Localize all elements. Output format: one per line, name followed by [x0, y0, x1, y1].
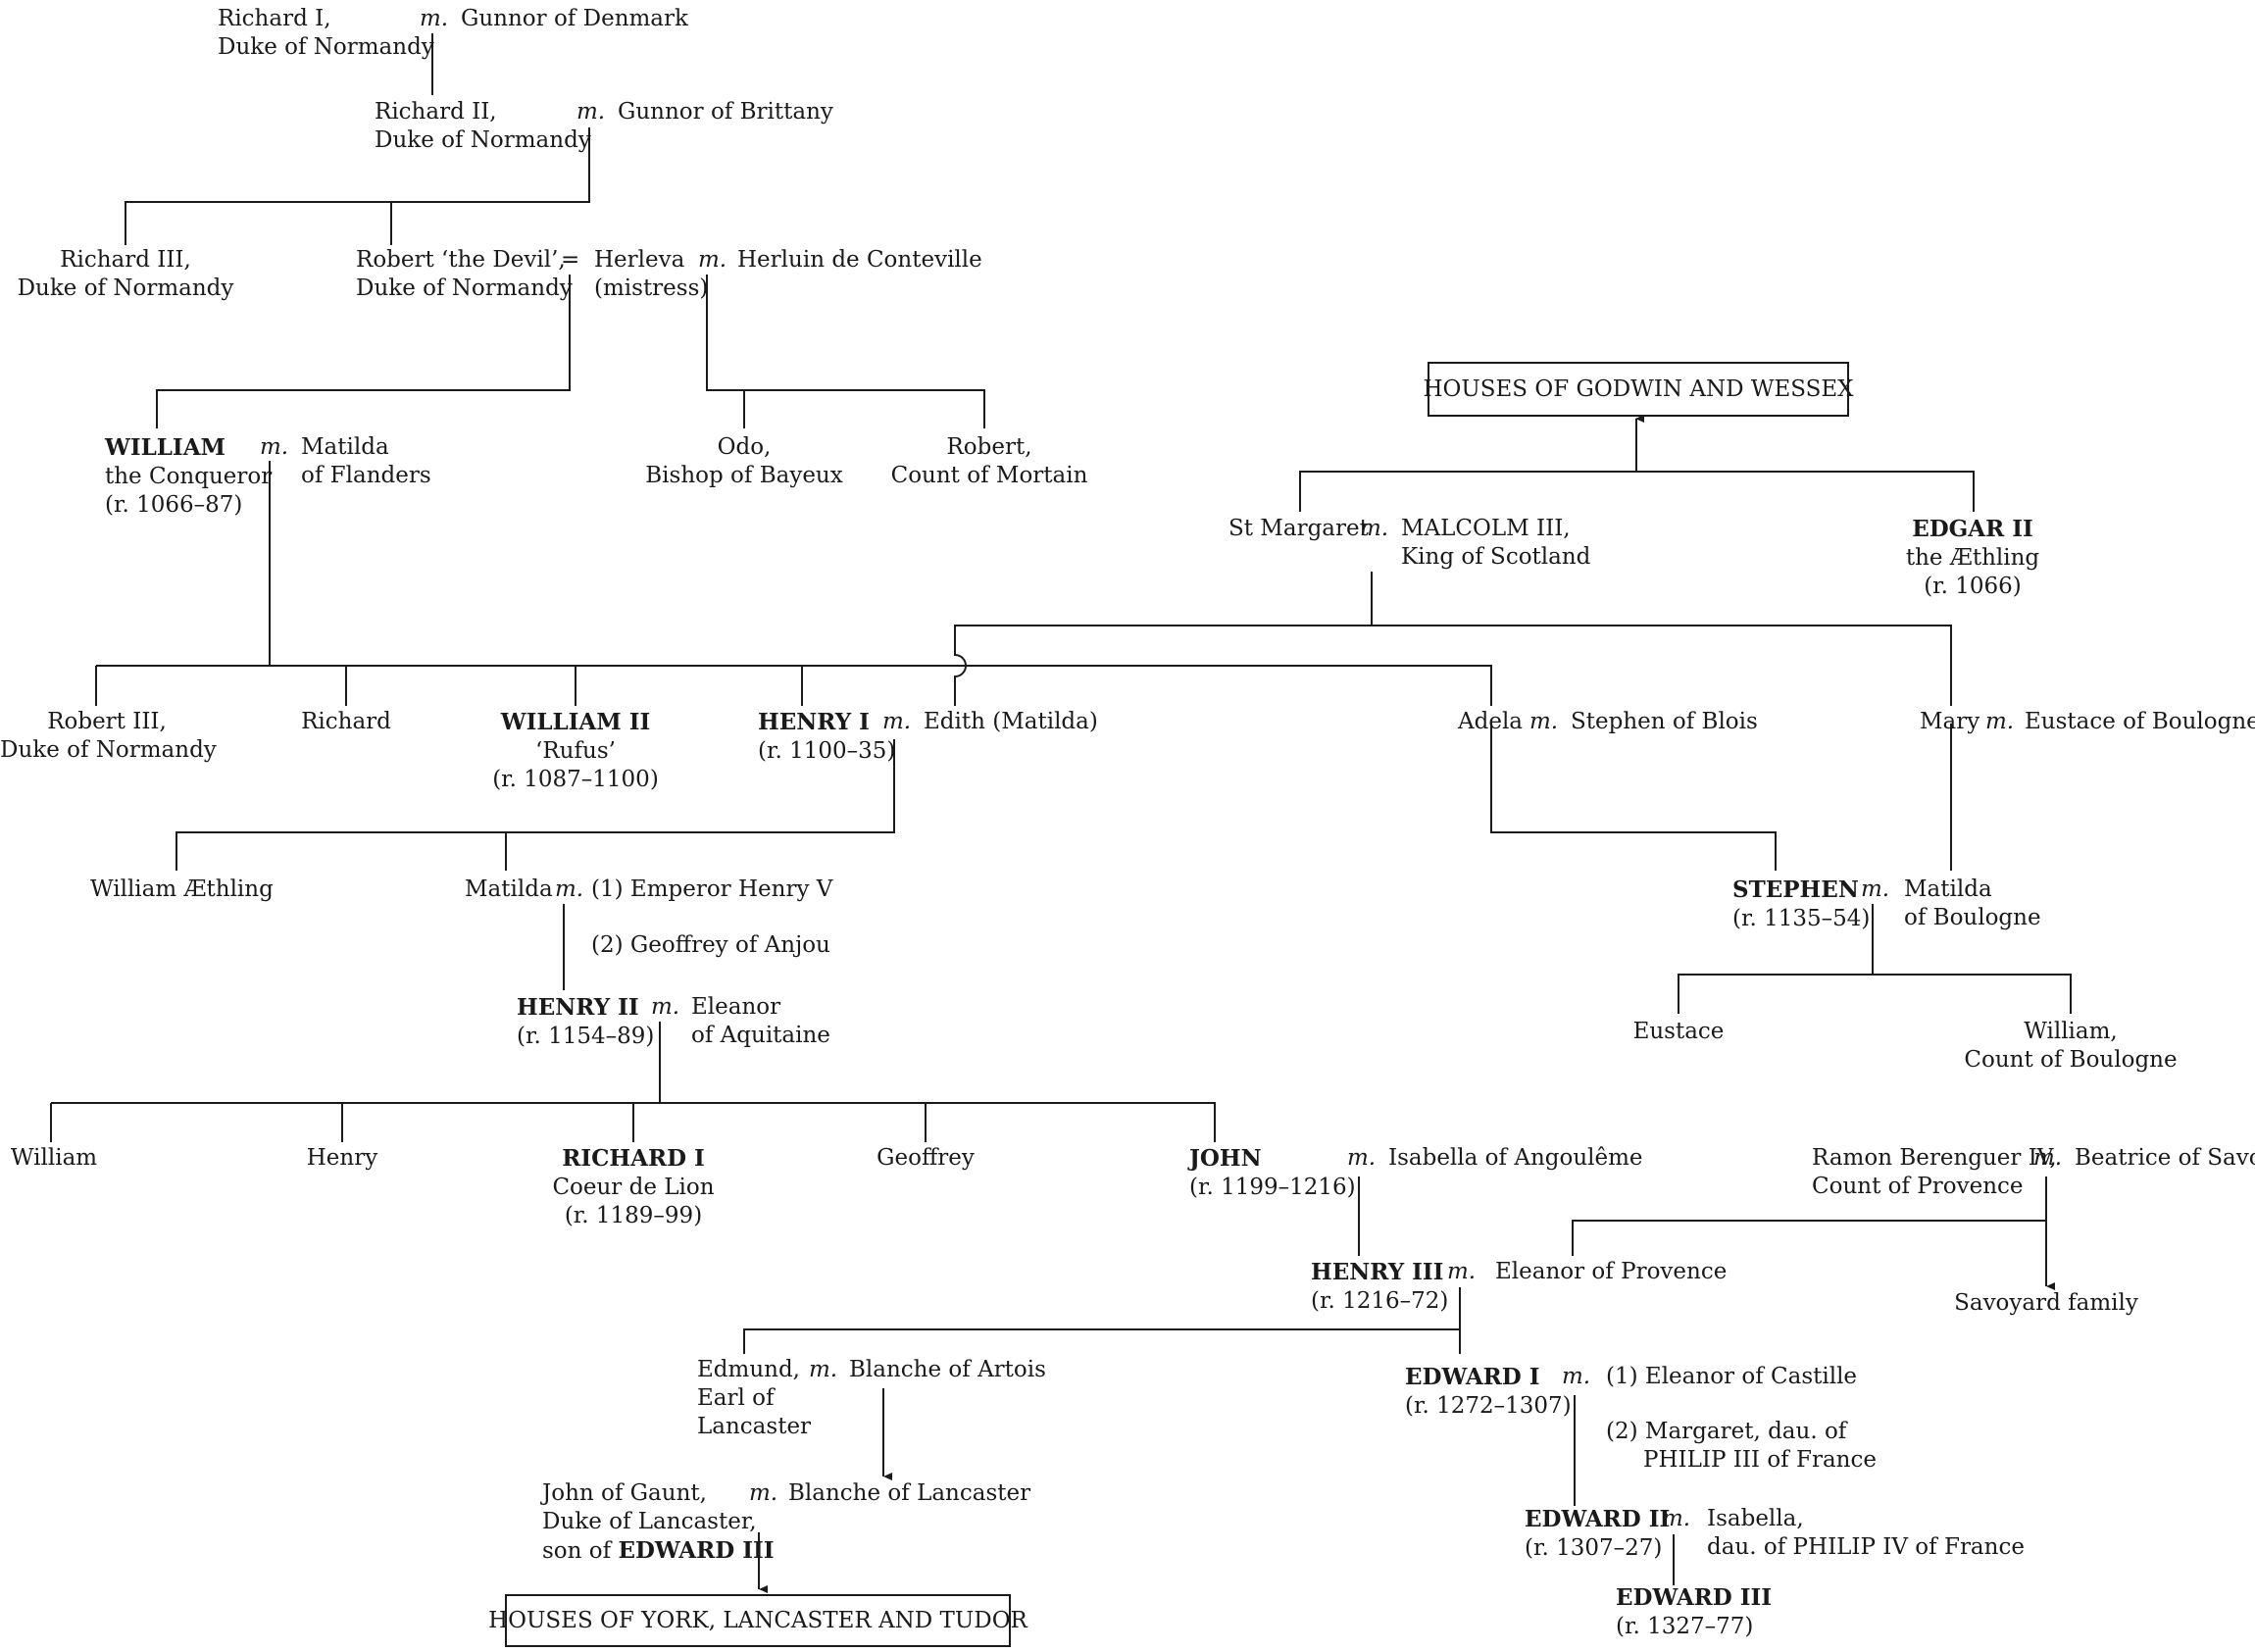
person-matilda-of-boulogne: Matilda of Boulogne — [1904, 876, 2041, 930]
person-henry: Henry — [306, 1145, 378, 1171]
marriage-symbol: m. — [2033, 1145, 2063, 1171]
marriage-symbol: m. — [882, 709, 912, 734]
marriage-symbol: m. — [1529, 709, 1559, 734]
marriage-symbol: m. — [1662, 1506, 1691, 1531]
person-robert-the-devil: Robert ‘the Devil’, Duke of Normandy — [356, 247, 573, 301]
person-ramon-berenguer-iv: Ramon Berenguer IV, Count of Provence — [1812, 1145, 2057, 1199]
person-richard-ii: Richard II, Duke of Normandy — [375, 99, 591, 153]
person-edward-iii: EDWARD III (r. 1327–77) — [1616, 1584, 1773, 1639]
person-odo: Odo, Bishop of Bayeux — [645, 434, 843, 488]
person-margaret-of-france: (2) Margaret, dau. of PHILIP III of Fran… — [1606, 1419, 1877, 1473]
marriage-symbol: m. — [1562, 1364, 1591, 1389]
person-eleanor-of-aquitaine: Eleanor of Aquitaine — [691, 994, 830, 1048]
person-robert-count-of-mortain: Robert, Count of Mortain — [890, 434, 1088, 488]
marriage-symbol: m. — [651, 994, 680, 1020]
person-adela: Adela — [1458, 709, 1524, 734]
person-eleanor-of-provence: Eleanor of Provence — [1495, 1259, 1728, 1284]
person-isabella-of-france: Isabella, dau. of PHILIP IV of France — [1707, 1506, 2025, 1560]
person-emperor-henry-v: (1) Emperor Henry V — [591, 876, 833, 902]
person-eustace: Eustace — [1632, 1019, 1725, 1044]
person-matilda-of-flanders: Matilda of Flanders — [301, 434, 431, 488]
marriage-symbol: m. — [260, 434, 289, 460]
marriage-symbol: m. — [1861, 876, 1890, 902]
marriage-symbol: m. — [1985, 709, 2015, 734]
person-henry-ii: HENRY II (r. 1154–89) — [517, 994, 655, 1049]
person-henry-iii: HENRY III (r. 1216–72) — [1311, 1259, 1449, 1314]
person-geoffrey-of-anjou: (2) Geoffrey of Anjou — [591, 932, 830, 958]
person-edward-ii: EDWARD II (r. 1307–27) — [1525, 1506, 1671, 1561]
person-herluin-de-conteville: Herluin de Conteville — [737, 247, 982, 273]
person-richard-i: Richard I, Duke of Normandy — [218, 6, 434, 60]
marriage-symbol: m. — [1347, 1145, 1377, 1171]
marriage-symbol: m. — [1360, 516, 1389, 541]
marriage-symbol: m. — [809, 1357, 838, 1382]
person-john: JOHN (r. 1199–1216) — [1189, 1145, 1356, 1200]
houses-of-godwin-and-wessex-box: HOUSES OF GODWIN AND WESSEX — [1423, 362, 1854, 417]
person-isabella-of-angouleme: Isabella of Angoulême — [1388, 1145, 1643, 1171]
person-richard-i-coeur-de-lion: RICHARD I Coeur de Lion (r. 1189–99) — [552, 1145, 715, 1228]
marriage-symbol: m. — [576, 99, 606, 125]
savoyard-family: Savoyard family — [1954, 1290, 2138, 1316]
person-eleanor-of-castille: (1) Eleanor of Castille — [1606, 1364, 1858, 1389]
person-william: William — [10, 1145, 98, 1171]
houses-of-york-lancaster-tudor-box: HOUSES OF YORK, LANCASTER AND TUDOR — [488, 1594, 1027, 1647]
marriage-symbol: m. — [555, 876, 584, 902]
person-william-count-of-boulogne: William, Count of Boulogne — [1964, 1019, 2178, 1073]
person-edward-i: EDWARD I (r. 1272–1307) — [1405, 1364, 1572, 1419]
person-st-margaret: St Margaret — [1228, 516, 1369, 541]
person-beatrice-of-savoy: Beatrice of Savoy — [2075, 1145, 2255, 1171]
marriage-symbol: m. — [698, 247, 727, 273]
person-stephen-of-blois: Stephen of Blois — [1571, 709, 1758, 734]
person-geoffrey: Geoffrey — [877, 1145, 975, 1171]
person-malcolm-iii: MALCOLM III, King of Scotland — [1401, 516, 1591, 570]
person-john-of-gaunt: John of Gaunt, Duke of Lancaster, son of… — [542, 1480, 775, 1564]
person-edith-matilda: Edith (Matilda) — [924, 709, 1098, 734]
person-william-aethling: William Æthling — [90, 876, 274, 902]
person-richard: Richard — [301, 709, 391, 734]
person-edgar-ii: EDGAR II the Æthling (r. 1066) — [1905, 516, 2040, 599]
person-matilda-empress: Matilda — [465, 876, 553, 902]
person-mary: Mary — [1920, 709, 1980, 734]
person-henry-i: HENRY I (r. 1100–35) — [758, 709, 896, 764]
marriage-symbol: m. — [420, 6, 449, 31]
marriage-symbol: m. — [1447, 1259, 1477, 1284]
person-blanche-of-lancaster: Blanche of Lancaster — [788, 1480, 1031, 1506]
person-gunnor-of-denmark: Gunnor of Denmark — [461, 6, 688, 31]
marriage-symbol: m. — [749, 1480, 778, 1506]
person-stephen: STEPHEN (r. 1135–54) — [1732, 876, 1871, 931]
person-william-the-conqueror: WILLIAM the Conqueror (r. 1066–87) — [105, 434, 273, 518]
person-eustace-of-boulogne: Eustace of Boulogne — [2025, 709, 2255, 734]
person-richard-iii: Richard III, Duke of Normandy — [17, 247, 234, 301]
person-edmund-earl-of-lancaster: Edmund, Earl of Lancaster — [697, 1357, 812, 1439]
person-blanche-of-artois: Blanche of Artois — [849, 1357, 1046, 1382]
person-robert-iii: Robert III, Duke of Normandy — [0, 709, 217, 763]
person-gunnor-of-brittany: Gunnor of Brittany — [618, 99, 833, 125]
mistress-symbol: = — [561, 247, 580, 273]
person-herleva: Herleva (mistress) — [594, 247, 709, 301]
person-william-ii: WILLIAM II ‘Rufus’ (r. 1087–1100) — [492, 709, 659, 792]
